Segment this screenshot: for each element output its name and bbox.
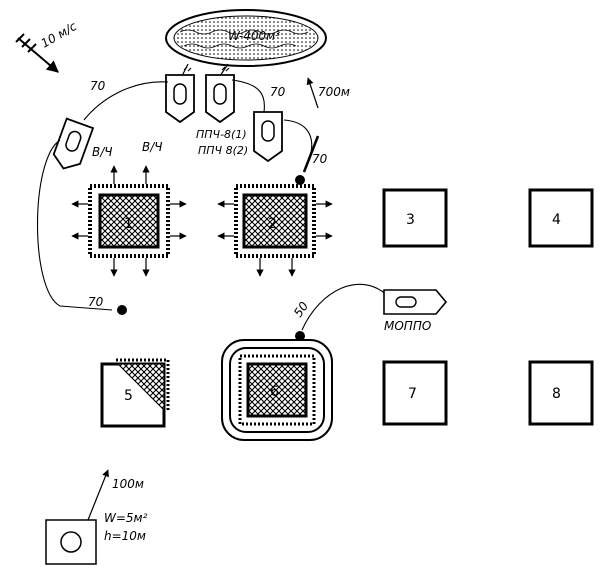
nozzles	[117, 135, 320, 341]
building-5-number: 5	[124, 388, 133, 404]
wind-indicator: 10 м/с	[15, 19, 80, 73]
building-4: 4	[528, 188, 594, 248]
moppo-label: МОППО	[384, 319, 431, 333]
suction-hoses	[181, 63, 230, 77]
moppo-vehicle: МОППО	[383, 289, 448, 333]
water-source: 100м W=5м² h=10м	[45, 469, 148, 565]
building-6: 6	[221, 339, 333, 441]
pump-station-1-label: ППЧ-8(1)	[196, 128, 247, 141]
building-2-number: 2	[268, 216, 277, 232]
wind-speed-label: 10 м/с	[39, 19, 80, 51]
fire-engine-vch-top-label: В/Ч	[142, 140, 163, 154]
nozzle-1	[117, 305, 127, 315]
hose-labels: 70 70 70 70 50	[88, 79, 328, 320]
building-1: 1	[71, 165, 187, 277]
water-source-height: h=10м	[104, 529, 146, 543]
building-7: 7	[382, 360, 448, 426]
building-3-number: 3	[406, 212, 415, 228]
fire-engine-vch-left	[52, 117, 95, 170]
reservoir-distance-label: 700м	[318, 85, 350, 99]
water-source-volume: W=5м²	[104, 511, 148, 525]
nozzle-3	[295, 331, 305, 341]
hose-label-4: 70	[88, 295, 104, 309]
building-3: 3	[382, 188, 448, 248]
building-8: 8	[528, 360, 594, 426]
building-6-number: 6	[270, 384, 279, 400]
pump-station-2-label: ППЧ 8(2)	[198, 144, 248, 157]
building-4-number: 4	[552, 212, 561, 228]
building-2: 2	[217, 184, 333, 277]
fire-engine-vch-left-label: В/Ч	[92, 145, 113, 159]
pump-station-2: ППЧ 8(2)	[198, 111, 283, 163]
hose-label-5: 50	[291, 299, 311, 320]
nozzle-2	[295, 175, 305, 185]
hose-label-3: 70	[312, 152, 328, 166]
building-8-number: 8	[552, 386, 561, 402]
reservoir-volume-label: W-400м³	[228, 29, 280, 43]
building-1-number: 1	[124, 216, 133, 232]
hose-label-2: 70	[270, 85, 286, 99]
building-5: 5	[100, 358, 170, 428]
hose-label-1: 70	[90, 79, 106, 93]
reservoir-distance: 700м	[306, 77, 350, 109]
fire-engine-vch-top: В/Ч	[142, 74, 195, 154]
water-source-distance: 100м	[112, 477, 144, 491]
reservoir: W-400м³	[165, 9, 327, 67]
pump-station-1: ППЧ-8(1)	[196, 74, 247, 141]
building-7-number: 7	[408, 386, 417, 402]
